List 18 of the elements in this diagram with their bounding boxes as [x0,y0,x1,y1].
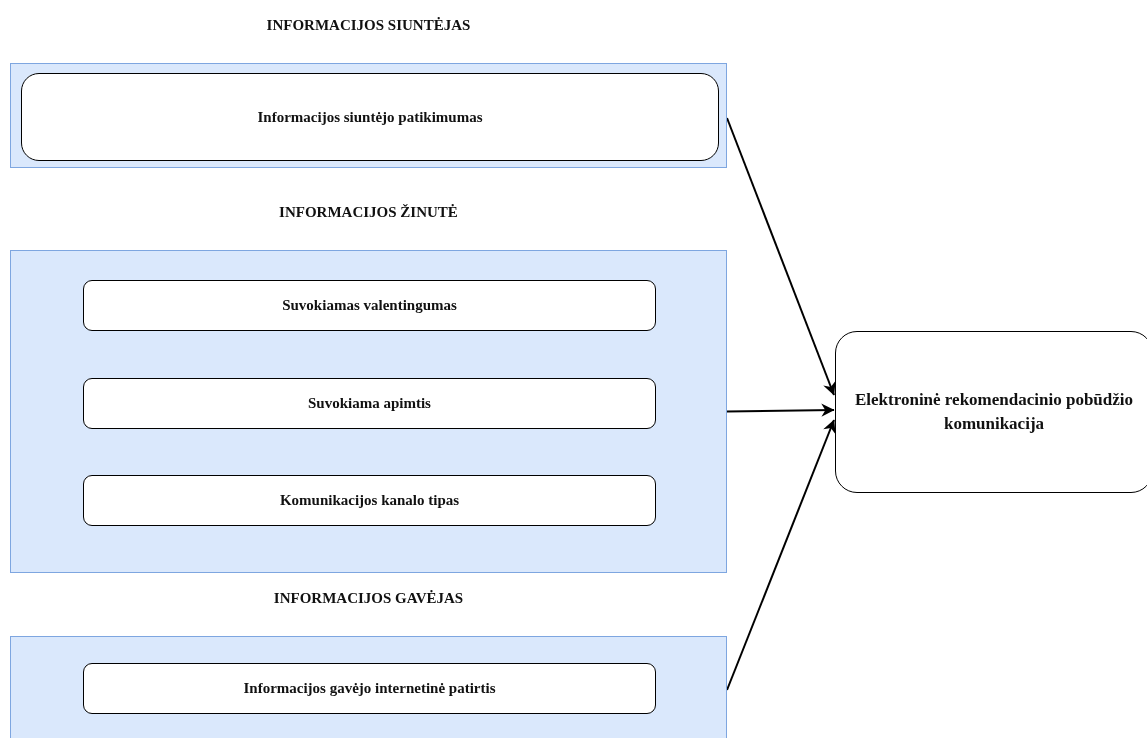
arrow [726,419,836,691]
process-box [83,378,656,429]
process-box [835,331,1147,493]
box-text: Suvokiamas valentingumas [282,297,457,314]
box-text: Informacijos siuntėjo patikimumas [257,108,483,126]
group-heading: INFORMACIJOS SIUNTĖJAS [265,16,472,35]
process-box [83,475,656,526]
box-text: Informacijos gavėjo internetinė patirtis [243,680,496,697]
process-box [21,73,719,161]
box-text: Komunikacijos kanalo tipas [279,492,460,509]
group-heading: INFORMACIJOS GAVĖJAS [272,589,465,608]
group-heading: INFORMACIJOS ŽINUTĖ [278,203,459,222]
arrow [726,117,836,396]
box-text: Suvokiama apimtis [308,395,431,412]
process-box [83,663,656,714]
box-text: Elektroninė rekomendacinio pobūdžio komunikacija [854,389,1134,435]
process-box [83,280,656,331]
arrow [726,403,835,417]
